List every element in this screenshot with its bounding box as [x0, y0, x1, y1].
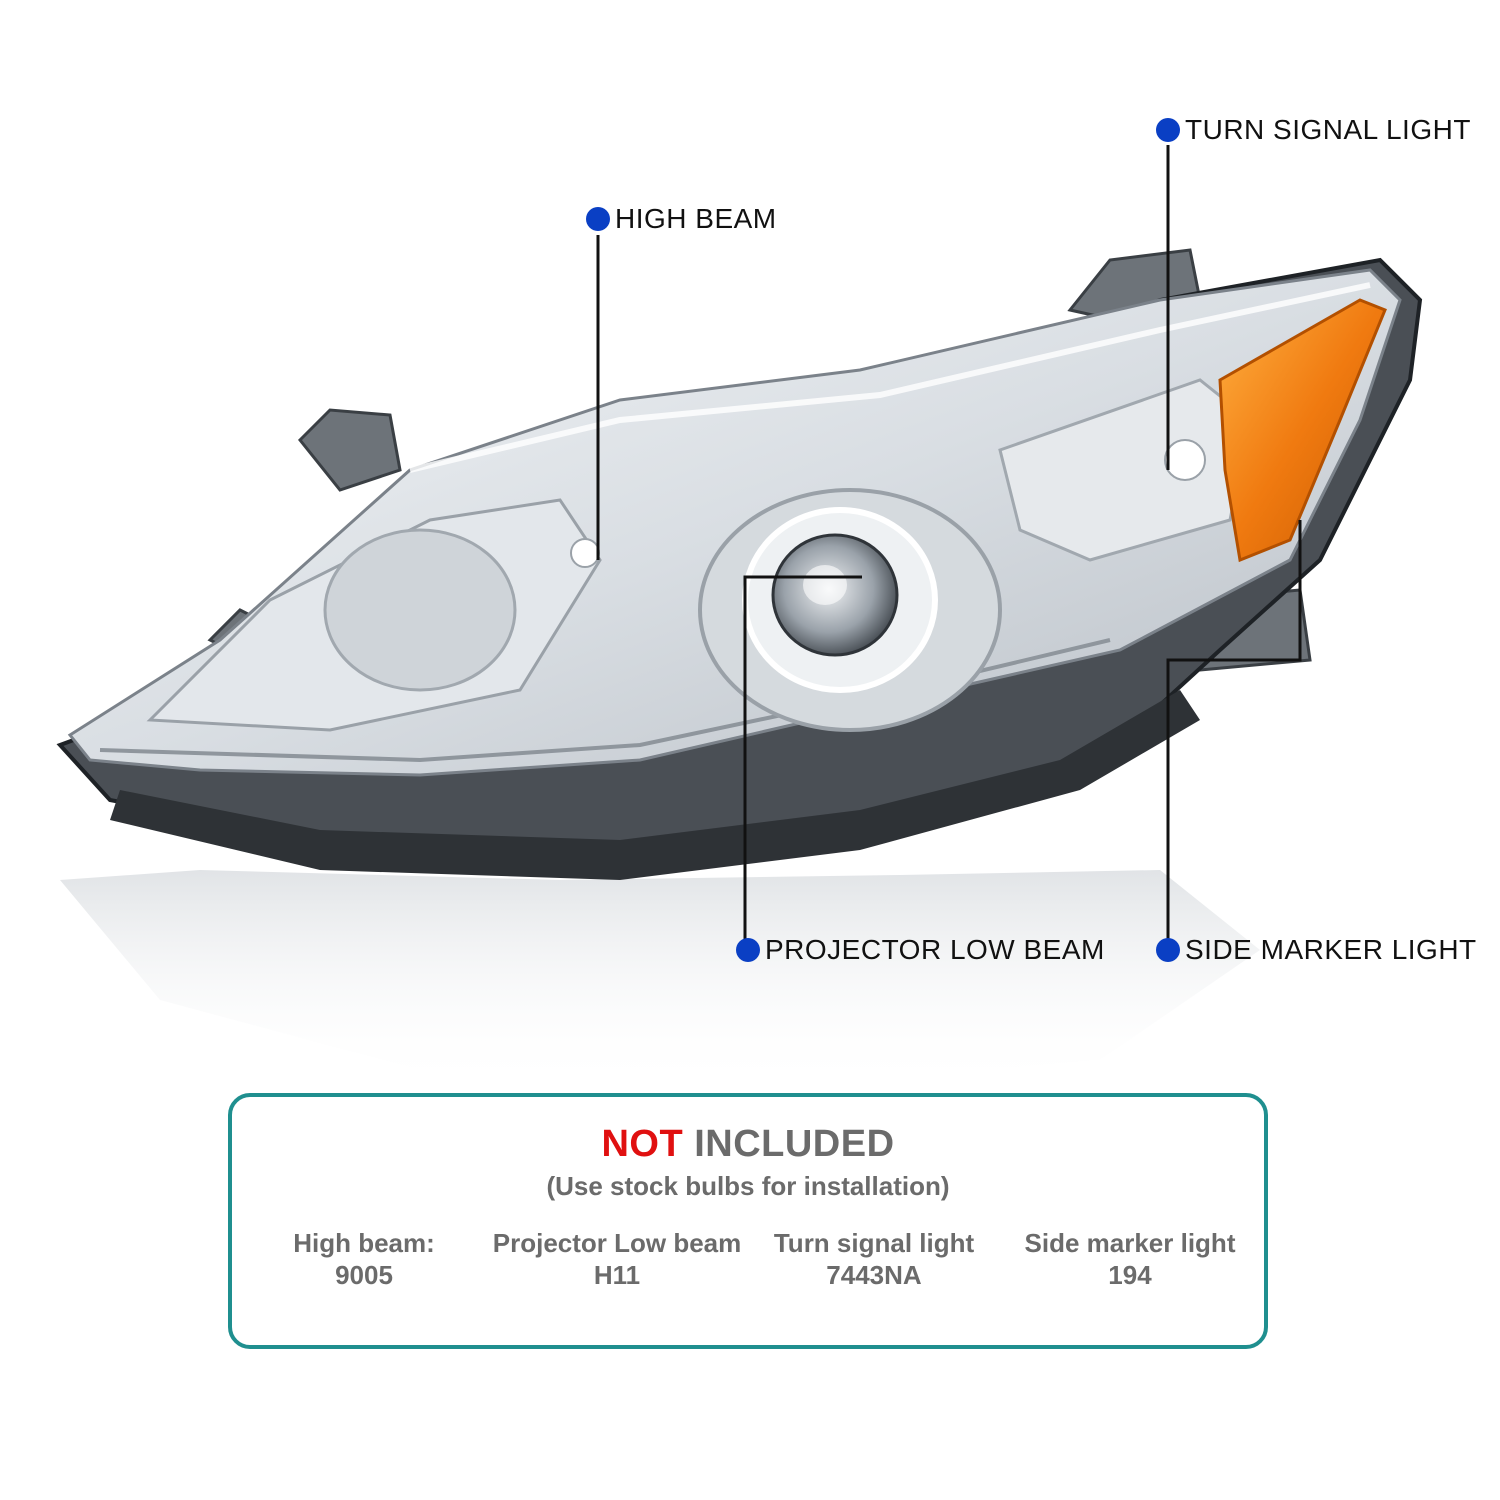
spec-turn-signal: Turn signal light 7443NA	[773, 1228, 975, 1290]
leader-lines	[596, 145, 1302, 945]
callout-dot-icon	[1156, 938, 1180, 962]
box-heading: NOT INCLUDED	[601, 1123, 895, 1165]
not-included-box: NOT INCLUDED (Use stock bulbs for instal…	[228, 1093, 1268, 1349]
spec-high-beam: High beam: 9005	[293, 1228, 435, 1290]
reflection	[60, 870, 1260, 1090]
callout-dot-icon	[736, 938, 760, 962]
callout-turn-signal: TURN SIGNAL LIGHT	[1155, 116, 1471, 144]
callout-high-beam: HIGH BEAM	[585, 205, 777, 233]
callout-dot-icon	[586, 207, 610, 231]
callout-side-marker: SIDE MARKER LIGHT	[1155, 936, 1477, 964]
spec-side-marker: Side marker light 194	[1024, 1228, 1236, 1290]
spec-projector-low-beam: Projector Low beam H11	[492, 1228, 742, 1290]
housing	[56, 257, 1423, 880]
box-subtitle: (Use stock bulbs for installation)	[546, 1171, 950, 1201]
callout-projector-low-beam: PROJECTOR LOW BEAM	[735, 936, 1105, 964]
callout-dot-icon	[1156, 118, 1180, 142]
amber-side-marker	[1218, 298, 1387, 563]
